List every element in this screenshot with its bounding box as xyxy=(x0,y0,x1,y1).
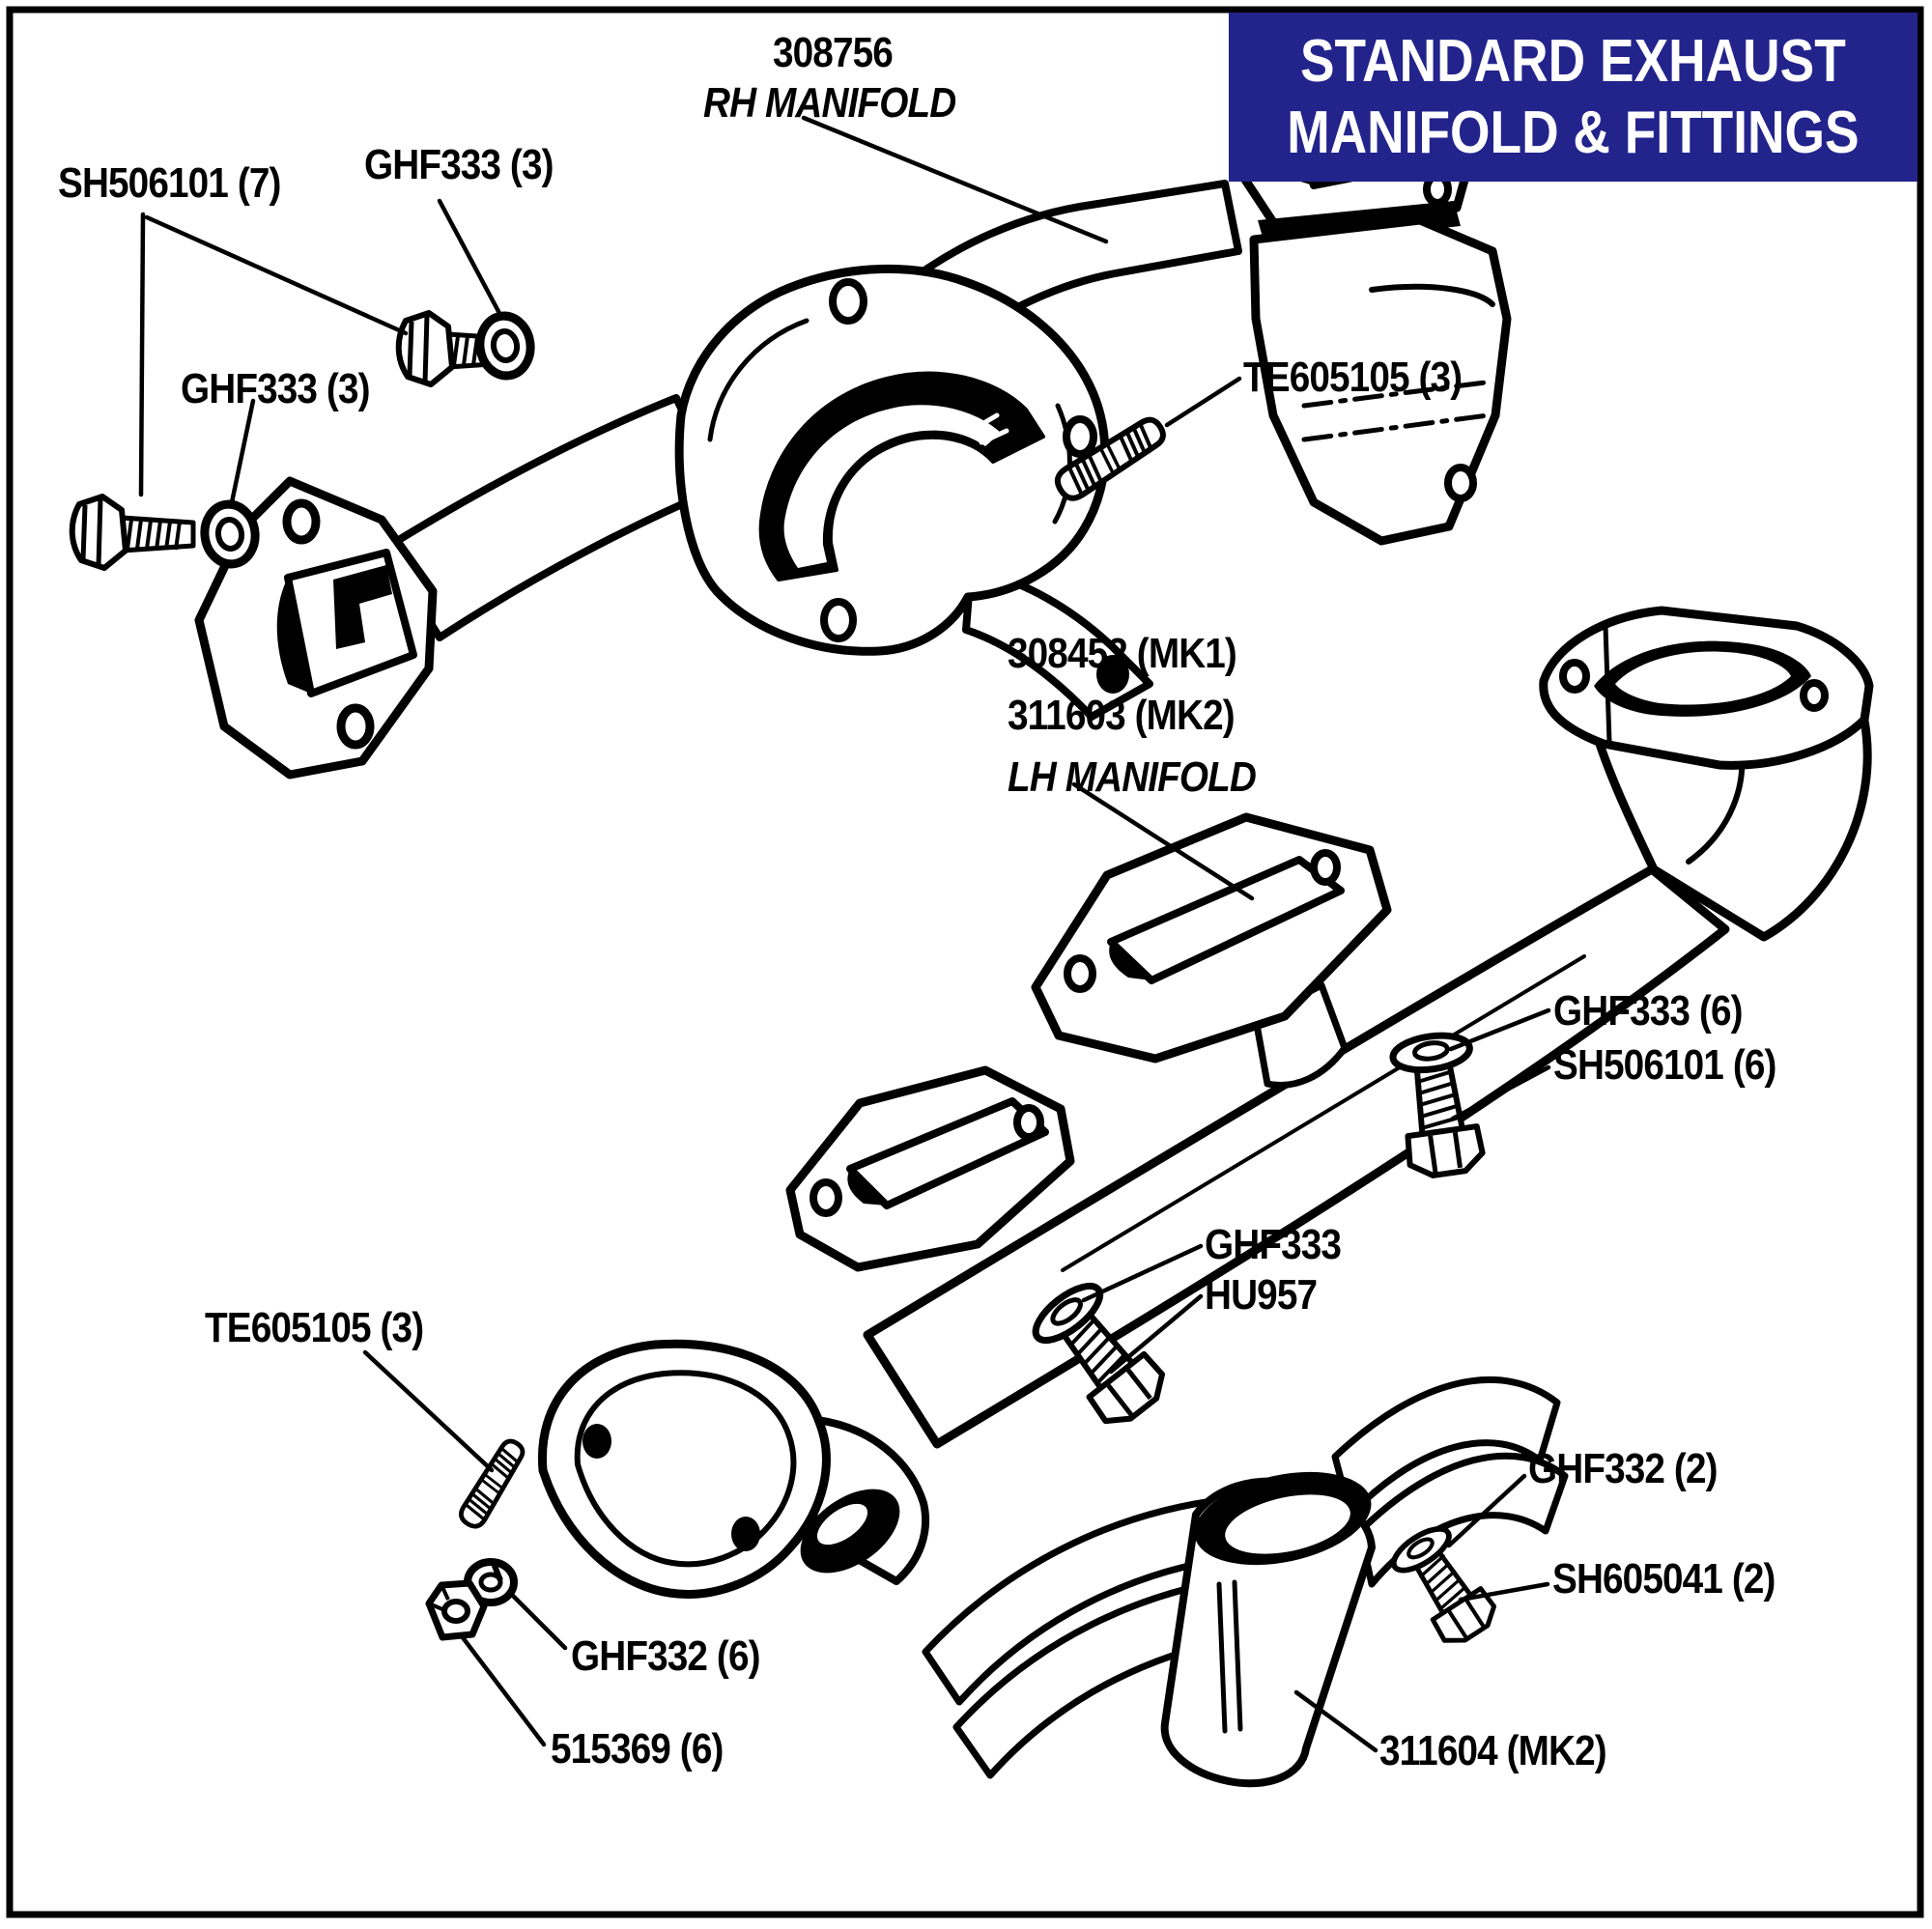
label-rh-manifold-number: 308756 xyxy=(773,29,894,76)
bolt-sh506101-lower xyxy=(72,496,193,568)
label-sh506101-7: SH506101 (7) xyxy=(58,159,281,207)
label-hu957: HU957 xyxy=(1205,1271,1318,1319)
title-line-2: MANIFOLD & FITTINGS xyxy=(1287,99,1860,166)
washer-ghf333-upper xyxy=(476,313,534,380)
page-border xyxy=(6,6,1924,1918)
label-ghf333-left: GHF333 (3) xyxy=(181,365,371,412)
label-te605105-lower: TE605105 (3) xyxy=(205,1304,424,1351)
stud-te605105-lower xyxy=(457,1437,527,1530)
leader-lines xyxy=(138,115,1551,1753)
diagram-title-banner: STANDARD EXHAUST MANIFOLD & FITTINGS xyxy=(1229,13,1918,182)
label-ghf333-6: GHF333 (6) xyxy=(1553,987,1744,1035)
label-rh-manifold-name: RH MANIFOLD xyxy=(703,79,956,127)
label-lh-manifold-number-mk1: 308452 (MK1) xyxy=(1008,630,1237,677)
label-te605105-upper: TE605105 (3) xyxy=(1243,354,1463,401)
label-ghf333-top: GHF333 (3) xyxy=(364,141,554,188)
label-ghf332-6: GHF332 (6) xyxy=(571,1632,761,1680)
label-ghf333-single: GHF333 xyxy=(1205,1221,1342,1268)
label-lh-manifold-number-mk2: 311603 (MK2) xyxy=(1008,692,1236,739)
label-sh506101-6: SH506101 (6) xyxy=(1553,1041,1776,1089)
label-lh-manifold-name: LH MANIFOLD xyxy=(1008,753,1257,801)
label-515369: 515369 (6) xyxy=(551,1725,724,1773)
nut-515369 xyxy=(429,1583,484,1637)
label-311604-mk2: 311604 (MK2) xyxy=(1379,1727,1607,1774)
label-ghf332-2: GHF332 (2) xyxy=(1528,1445,1719,1492)
label-sh605041-2: SH605041 (2) xyxy=(1552,1555,1776,1603)
title-line-1: STANDARD EXHAUST xyxy=(1300,28,1846,96)
washer-ghf333-lower xyxy=(201,501,259,568)
clamp-drawing xyxy=(922,1376,1569,1788)
